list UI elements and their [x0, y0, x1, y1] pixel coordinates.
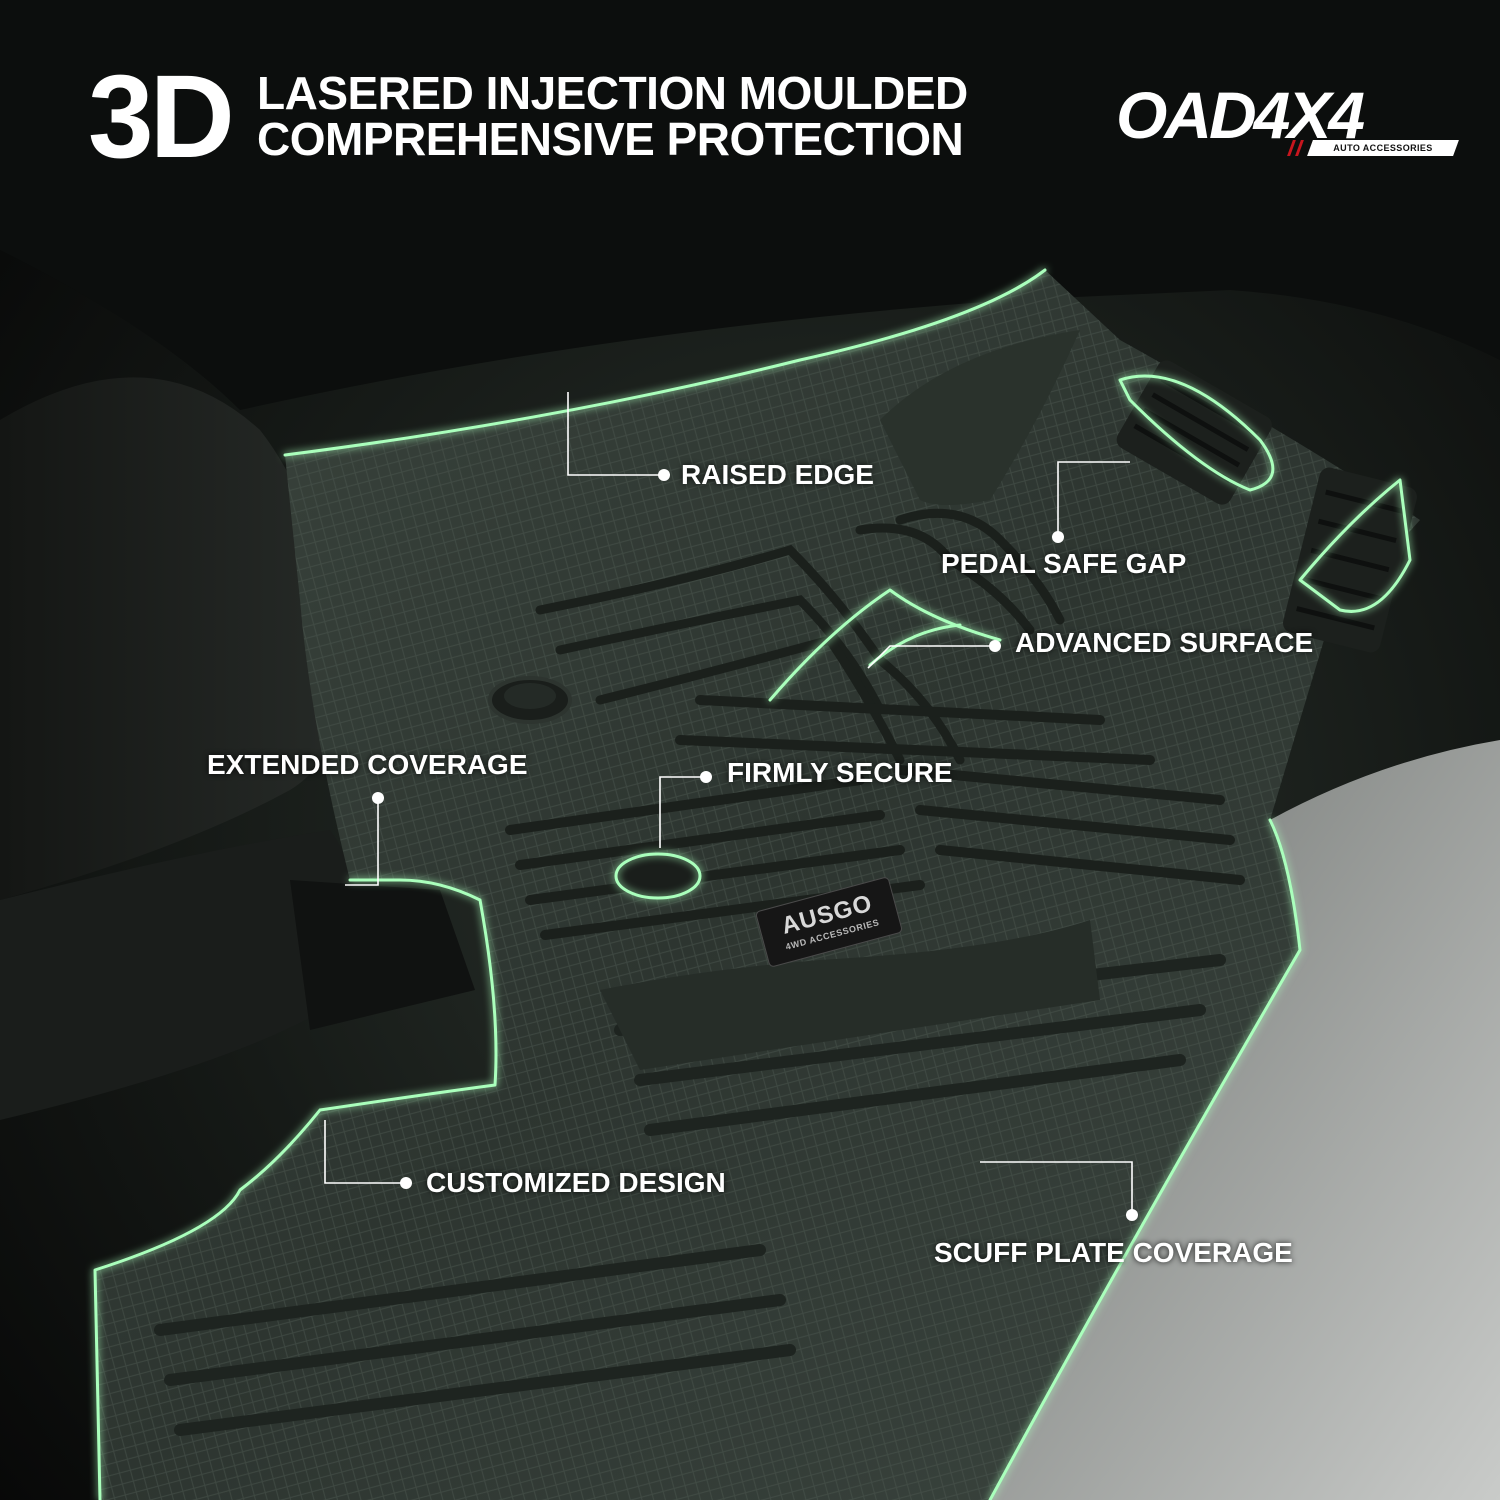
heel-pad [600, 920, 1100, 1070]
seat-base [0, 830, 358, 1120]
brand-tagline: AUTO ACCESSORIES [1333, 143, 1433, 153]
seat-rail [290, 880, 475, 1030]
door-sill [980, 740, 1500, 1500]
mat-texture [95, 270, 1420, 1500]
headline-line-2: COMPREHENSIVE PROTECTION [257, 113, 964, 165]
callout-customized-design: CUSTOMIZED DESIGN [426, 1167, 726, 1198]
headline-line-1: LASERED INJECTION MOULDED [257, 67, 968, 119]
callout-pedal-safe-gap: PEDAL SAFE GAP [941, 548, 1187, 579]
diagonal-grooves [505, 695, 1245, 940]
seat-back [0, 377, 340, 900]
retention-post-lower [616, 854, 700, 898]
chevron-grooves [535, 508, 1065, 765]
brand-tagline-plate: AUTO ACCESSORIES [1307, 140, 1459, 156]
callout-dots [372, 469, 1138, 1221]
headline-hero: 3D [88, 51, 235, 183]
brand-logo: OAD4X4 AUTO ACCESSORIES [1112, 78, 1459, 158]
callout-firmly-secure: FIRMLY SECURE [727, 757, 953, 788]
edge-glow [93, 268, 1412, 1500]
accelerator-pedal [1283, 467, 1417, 653]
brand-name: OAD4X4 [1116, 78, 1365, 152]
callout-raised-edge: RAISED EDGE [681, 459, 874, 490]
callout-leaders [324, 392, 1133, 1215]
footrest-hump [880, 330, 1080, 505]
callout-extended-coverage: EXTENDED COVERAGE [207, 749, 528, 780]
callout-advanced-surface: ADVANCED SURFACE [1015, 627, 1314, 658]
callout-scuff-plate-coverage: SCUFF PLATE COVERAGE [934, 1237, 1293, 1268]
dashboard [0, 0, 1500, 410]
retention-post-upper-cap [504, 683, 556, 709]
